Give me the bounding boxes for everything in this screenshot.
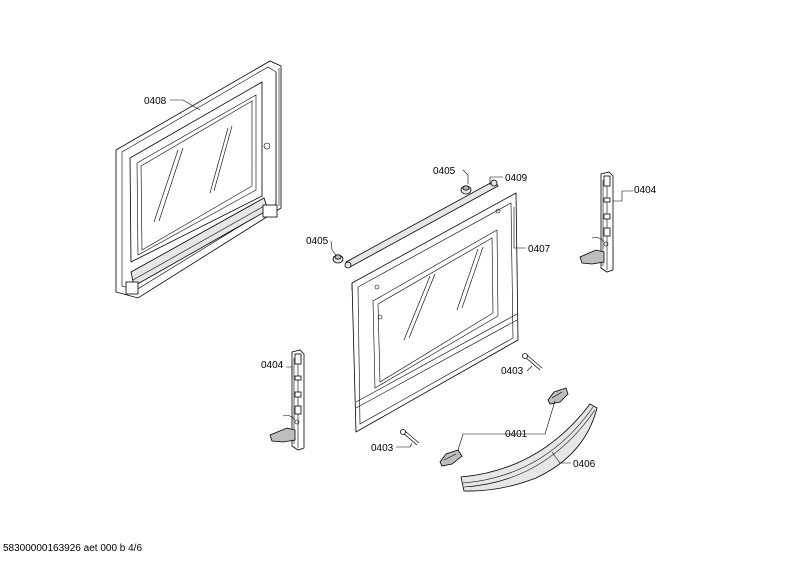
part-labels: 0408 0405 0405 0409 0407 0404 0404 0403 … bbox=[144, 96, 657, 470]
screw-right bbox=[522, 353, 543, 371]
inner-door-panel bbox=[351, 192, 519, 433]
label-0408: 0408 bbox=[144, 96, 167, 107]
label-0405-left: 0405 bbox=[306, 236, 329, 247]
label-0407: 0407 bbox=[528, 244, 551, 255]
document-id: 58300000163926 aet 000 b 4/6 bbox=[3, 543, 142, 554]
label-0409: 0409 bbox=[505, 173, 528, 184]
label-0403-right: 0403 bbox=[501, 366, 524, 377]
label-0405-top: 0405 bbox=[433, 166, 456, 177]
pin-top bbox=[460, 185, 472, 195]
handle-mount-left bbox=[439, 449, 463, 467]
outer-door-panel bbox=[115, 60, 282, 299]
hinge-right bbox=[579, 171, 614, 273]
label-0404-right: 0404 bbox=[634, 185, 657, 196]
handle-bar bbox=[460, 403, 598, 492]
label-0404-left: 0404 bbox=[261, 360, 284, 371]
label-0403-left: 0403 bbox=[371, 443, 394, 454]
seal-strip bbox=[344, 179, 499, 269]
leader-lines bbox=[170, 99, 633, 464]
handle-mount-right bbox=[547, 387, 569, 405]
screw-left bbox=[400, 429, 420, 446]
label-0406: 0406 bbox=[573, 459, 596, 470]
hinge-left bbox=[269, 349, 305, 451]
pin-left bbox=[332, 254, 344, 264]
label-0401: 0401 bbox=[505, 429, 528, 440]
